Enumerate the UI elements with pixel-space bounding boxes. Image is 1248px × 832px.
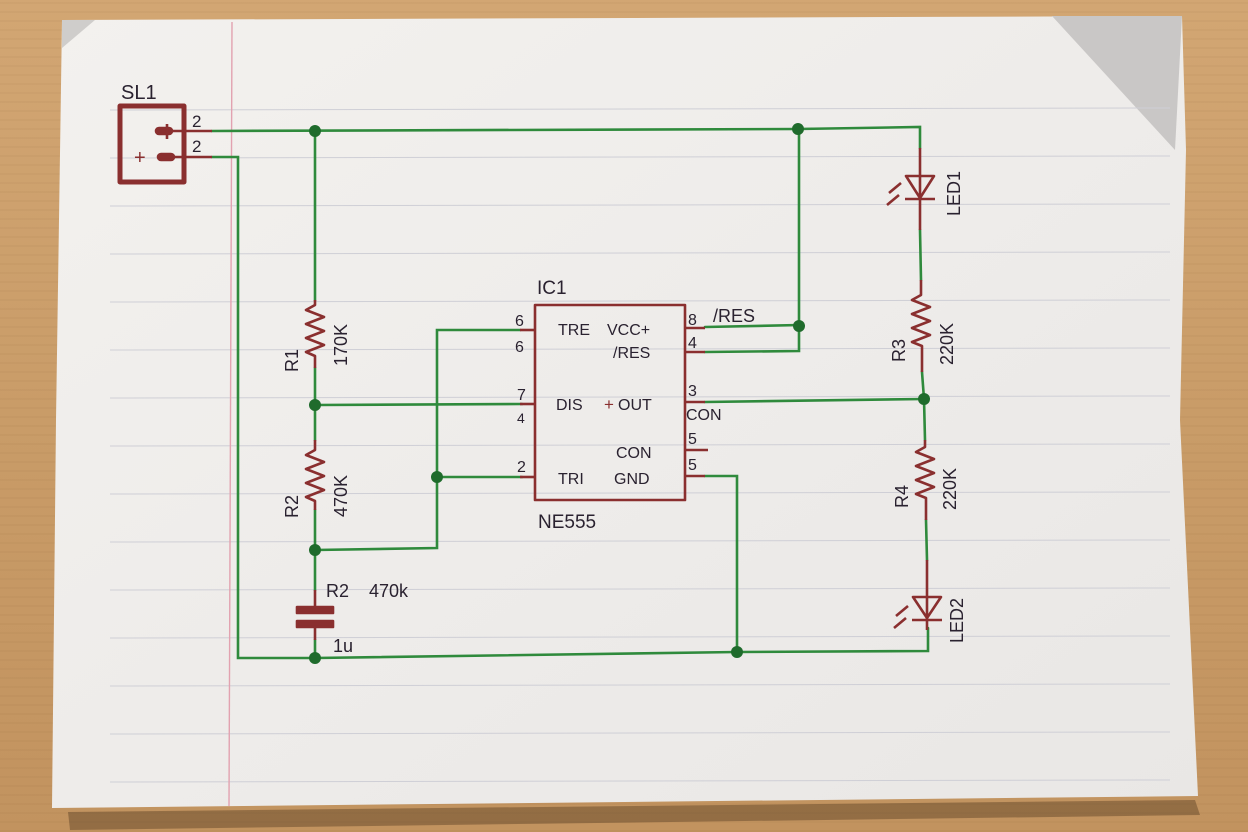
led2-arrow-1 [895,605,909,617]
junction-dot [731,646,743,658]
ruled-line [109,635,1171,639]
capacitor-plate-bottom [295,619,335,629]
ic-pin-2-number: 2 [517,459,526,476]
wire-res [703,323,801,354]
ic-pin-5b-number: 5 [688,457,697,474]
ruled-line [109,491,1171,495]
ruled-line [109,731,1171,735]
ic-pin-gnd-label: GND [614,471,650,488]
ruled-line [109,587,1171,591]
paper-sheet [52,16,1198,808]
resistor-r3 [910,280,932,372]
ruled-line [109,347,1171,351]
wire-top-rail [210,125,922,150]
connector-pin-bottom-number: 2 [192,137,201,156]
ic-pin-tre-label: TRE [558,322,590,339]
connector-pin-2-pad [156,152,176,162]
resistor-r2-value: 470K [331,475,351,517]
connector-pin-top-number: 2 [192,112,201,131]
ic-plus-marker: + [604,395,614,414]
ic-pin-dis-label: DIS [556,397,583,414]
paper-corner-top-left-shadow [62,20,95,48]
junction-dot [793,320,805,332]
ic-part-label: NE555 [538,512,596,533]
ic-pin-7-alt: 4 [517,410,525,426]
ic-pin-tri-label: TRI [558,471,584,488]
resistor-r4-ref: R4 [892,485,912,508]
wire-tre [313,328,522,552]
resistor-r4-value: 220K [940,468,960,510]
ic-pin-8-number: 8 [688,312,697,329]
ic-pin-3-number: 3 [688,383,697,400]
capacitor-plate-top [295,605,335,615]
junction-dot [309,652,321,664]
paper-folded-corner [1052,16,1182,150]
ic-pin-con-label: CON [616,445,652,462]
ic-pin-vcc-label: VCC+ [607,322,650,339]
resistor-r1-value: 170K [331,324,351,366]
resistor-r3-ref: R3 [889,339,909,362]
capacitor-ref-value: 470k [369,581,409,601]
junction-dot [309,544,321,556]
connector-sl1-body [117,103,187,185]
connector-pin-1-pad [154,126,174,136]
junctions [309,123,930,664]
ic-pin-4-number: 4 [688,335,697,352]
ruled-line [109,779,1171,783]
ruled-line [109,107,1171,111]
resistor-r1-ref: R1 [282,349,302,372]
ruled-line [109,203,1171,207]
led1-arrow-1 [888,182,902,194]
ic-pin-res-label: /RES [613,345,650,362]
ic-pin-6-number: 6 [515,313,524,330]
wire-led1-r3 [918,228,923,282]
wire-r4-led2 [924,518,929,562]
capacitor-value: 1u [333,636,353,656]
ic-pin-5a-number: 5 [688,431,697,448]
wire-left-ground [210,155,317,660]
ic-pin-7-number: 7 [517,387,526,404]
paper-shadow [68,800,1200,830]
ic-pin-6-alt: 6 [515,339,524,356]
wire-dis [313,402,524,407]
ruled-lines [109,107,1171,783]
led2-ref: LED2 [947,598,967,643]
ic-ref-label: IC1 [537,278,567,299]
ic-pin-3-net-label: CON [686,407,722,424]
ic-pin-out-label: OUT [618,397,652,414]
components [117,103,943,640]
junction-dot [792,123,804,135]
ic-pin-8-net-label: /RES [713,306,755,326]
junction-dot [918,393,930,405]
wire-bottom-rail [313,626,930,660]
resistor-r2 [304,440,326,510]
wire-gnd [703,474,739,654]
ruled-line [109,683,1171,687]
wire-out [703,397,926,404]
led2-arrow-2 [893,617,907,629]
resistor-r1 [304,300,326,368]
led1-arrow-2 [886,194,900,206]
margin-line [228,21,233,807]
ruled-line [109,155,1171,159]
junction-dot [309,125,321,137]
ruled-line [109,443,1171,447]
junction-dot [431,471,443,483]
connector-plus-label: + [134,147,146,169]
ruled-line [109,299,1171,303]
resistor-r3-value: 220K [937,323,957,365]
resistor-r2-ref: R2 [282,495,302,518]
capacitor-ref: R2 [326,581,349,601]
resistor-r4 [914,440,936,520]
ruled-line [109,395,1171,399]
ruled-line [109,539,1171,543]
labels: SL1 2 2 + IC1 NE555 6 6 7 4 2 TRE DIS TR… [121,82,967,656]
junction-dot [309,399,321,411]
connector-ref-label: SL1 [121,82,157,104]
led1-ref: LED1 [944,171,964,216]
ruled-line [109,251,1171,255]
